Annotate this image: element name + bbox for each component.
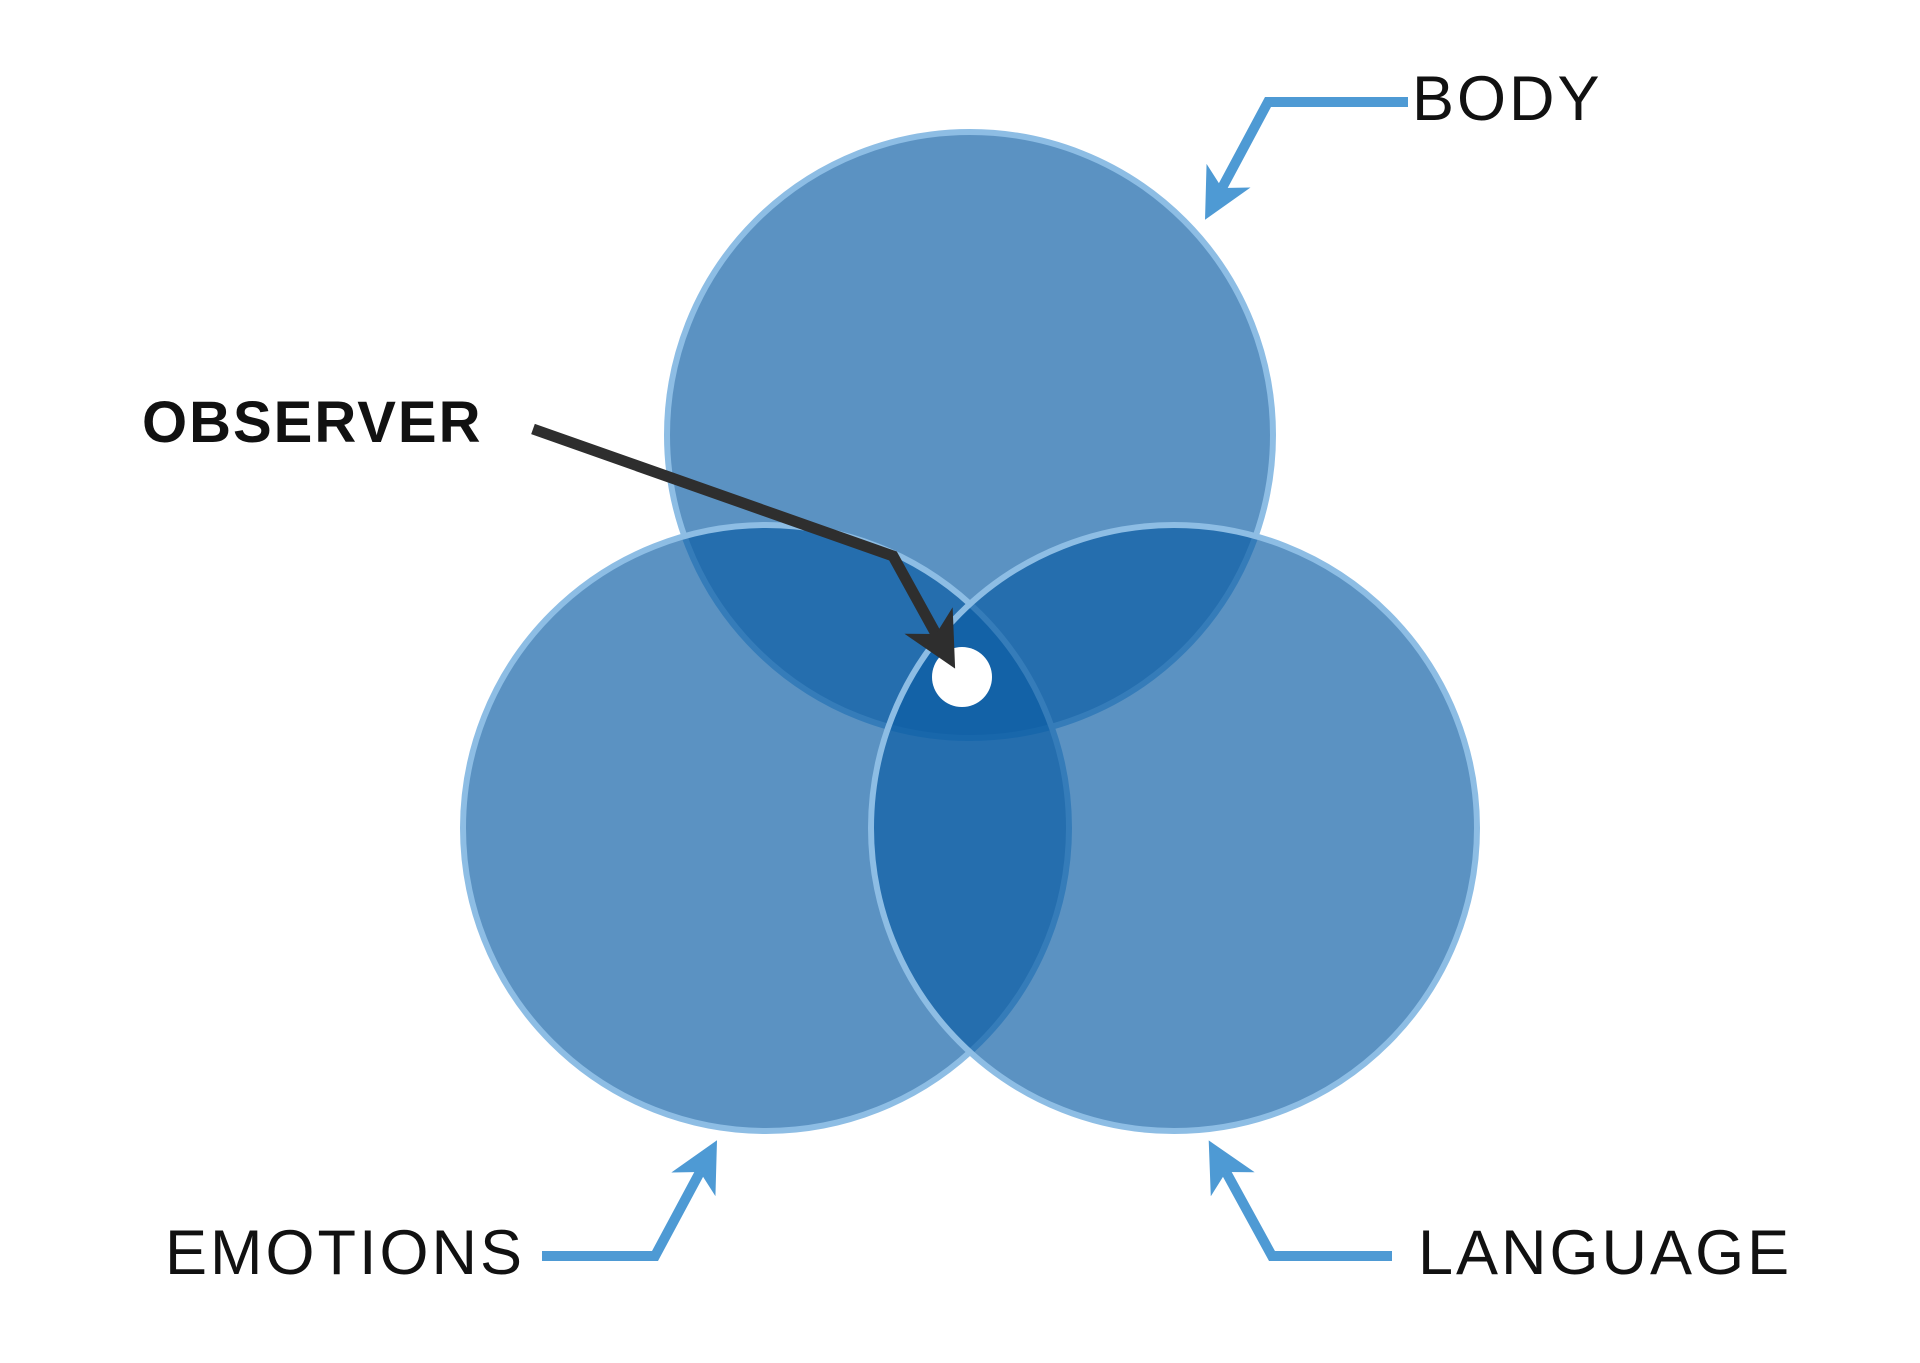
- language-arrow: [1208, 1140, 1392, 1261]
- emotions-label: EMOTIONS: [165, 1218, 526, 1288]
- observer-center-dot: [932, 647, 992, 707]
- language-label: LANGUAGE: [1418, 1218, 1793, 1288]
- language-circle: [868, 522, 1480, 1134]
- body-label: BODY: [1412, 64, 1603, 134]
- observer-arrow: [531, 423, 956, 669]
- body-arrow: [1205, 97, 1408, 220]
- emotions-arrow: [542, 1140, 717, 1261]
- observer-label: OBSERVER: [142, 390, 483, 455]
